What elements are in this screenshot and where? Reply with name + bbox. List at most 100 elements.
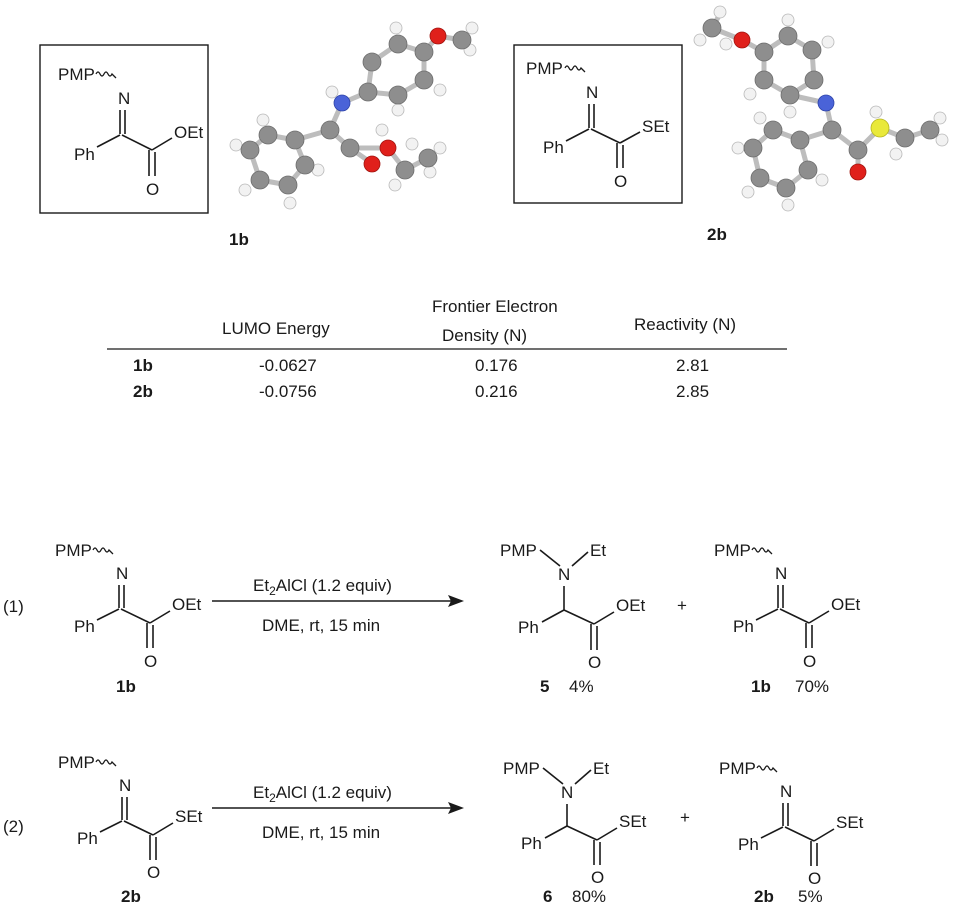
data-table: LUMO Energy Frontier Electron Density (N… — [107, 297, 787, 401]
bond-line — [152, 822, 174, 836]
carbon-atom — [776, 178, 796, 198]
o-label: O — [591, 868, 604, 887]
wavy-bond — [95, 71, 117, 79]
model-2b — [693, 5, 949, 212]
pmp-label: PMP — [503, 759, 540, 778]
hydrogen-atom — [815, 173, 829, 187]
carbon-atom — [388, 85, 408, 105]
product-6: PMP N Et Ph SEt O — [503, 759, 647, 887]
hydrogen-atom — [375, 123, 389, 137]
o-label: O — [588, 653, 601, 672]
oxygen-atom — [429, 27, 447, 45]
carbon-atom — [754, 70, 774, 90]
o-label: O — [803, 652, 816, 671]
o-label: O — [614, 172, 627, 191]
plus-sign: + — [680, 808, 690, 827]
oet-label: OEt — [174, 123, 204, 142]
hydrogen-atom — [388, 178, 402, 192]
ph-label: Ph — [74, 145, 95, 164]
n-label: N — [118, 89, 130, 108]
product-5: PMP N Et Ph OEt O — [500, 541, 646, 672]
nitrogen-atom — [817, 94, 835, 112]
bond-line — [544, 825, 568, 839]
oxygen-atom — [733, 31, 751, 49]
bond-line — [149, 610, 171, 624]
wavy-bond — [751, 547, 773, 555]
table-row-compound: 2b — [133, 382, 153, 401]
n-label: N — [561, 783, 573, 802]
product-label: 5 — [540, 677, 549, 696]
reaction-2: (2) PMP N Ph SEt O 2b Et2AlCl (1.2 equiv… — [3, 753, 864, 904]
n-label: N — [558, 565, 570, 584]
hydrogen-atom — [935, 133, 949, 147]
oet-label: OEt — [172, 595, 202, 614]
structure-box-2b — [513, 44, 683, 204]
hydrogen-atom — [405, 137, 419, 151]
table-cell-lumo: -0.0627 — [259, 356, 317, 375]
wavy-bond — [95, 759, 117, 767]
product-label: 1b — [751, 677, 771, 696]
carbon-atom — [804, 70, 824, 90]
bond-line — [123, 820, 154, 836]
n-label: N — [775, 564, 787, 583]
pmp-label: PMP — [58, 753, 95, 772]
reaction-1: (1) PMP N Ph OEt O 1b Et2AlCl (1.2 equiv… — [3, 541, 861, 696]
bond-co-oet — [151, 137, 173, 151]
hydrogen-atom — [933, 111, 947, 125]
pmp-label: PMP — [58, 65, 95, 84]
hydrogen-atom — [693, 33, 707, 47]
product-yield: 5% — [798, 887, 823, 904]
conditions-label: DME, rt, 15 min — [262, 823, 380, 842]
wavy-bond — [756, 765, 778, 773]
col-header-density-line2: Density (N) — [442, 326, 527, 345]
set-label: SEt — [175, 807, 203, 826]
structure-1b-boxed: PMP N Ph OEt O — [39, 44, 209, 214]
carbon-atom — [790, 130, 810, 150]
o-label: O — [808, 869, 821, 888]
pmp-label: PMP — [526, 59, 563, 78]
bond-c-co — [121, 134, 153, 151]
bond-line — [539, 549, 561, 567]
hydrogen-atom — [781, 198, 795, 212]
carbon-atom — [780, 85, 800, 105]
substrate-label: 1b — [116, 677, 136, 696]
wavy-bond — [564, 65, 586, 73]
hydrogen-atom — [325, 85, 339, 99]
hydrogen-atom — [256, 113, 270, 127]
carbon-atom — [362, 52, 382, 72]
n-label: N — [780, 782, 792, 801]
label-1b-top: 1b — [229, 230, 249, 249]
carbon-atom — [358, 82, 378, 102]
nitrogen-atom — [333, 94, 351, 112]
n-label: N — [586, 83, 598, 102]
carbon-atom — [240, 140, 260, 160]
substrate-2b: PMP N Ph SEt O — [58, 753, 203, 882]
col-header-reactivity: Reactivity (N) — [634, 315, 736, 334]
carbon-atom — [395, 160, 415, 180]
ph-label: Ph — [738, 835, 759, 854]
pmp-label: PMP — [55, 541, 92, 560]
o-label: O — [144, 652, 157, 671]
hydrogen-atom — [433, 83, 447, 97]
hydrogen-atom — [391, 103, 405, 117]
sulfur-atom — [870, 118, 890, 138]
carbon-atom — [452, 30, 472, 50]
bond-line — [813, 828, 835, 842]
bond-c-co — [590, 128, 621, 144]
carbon-atom — [920, 120, 940, 140]
hydrogen-atom — [783, 105, 797, 119]
hydrogen-atom — [283, 196, 297, 210]
bond-line — [99, 820, 123, 833]
hydrogen-atom — [821, 35, 835, 49]
ph-label: Ph — [518, 618, 539, 637]
substrate-label: 2b — [121, 887, 141, 904]
model-1b — [229, 21, 479, 210]
reagent-label: Et2AlCl (1.2 equiv) — [253, 783, 392, 805]
bond-line — [760, 826, 784, 839]
o-label: O — [147, 863, 160, 882]
bond-line — [808, 610, 830, 624]
pmp-label: PMP — [500, 541, 537, 560]
col-header-lumo: LUMO Energy — [222, 319, 330, 338]
product-yield: 80% — [572, 887, 606, 904]
carbon-atom — [848, 140, 868, 160]
